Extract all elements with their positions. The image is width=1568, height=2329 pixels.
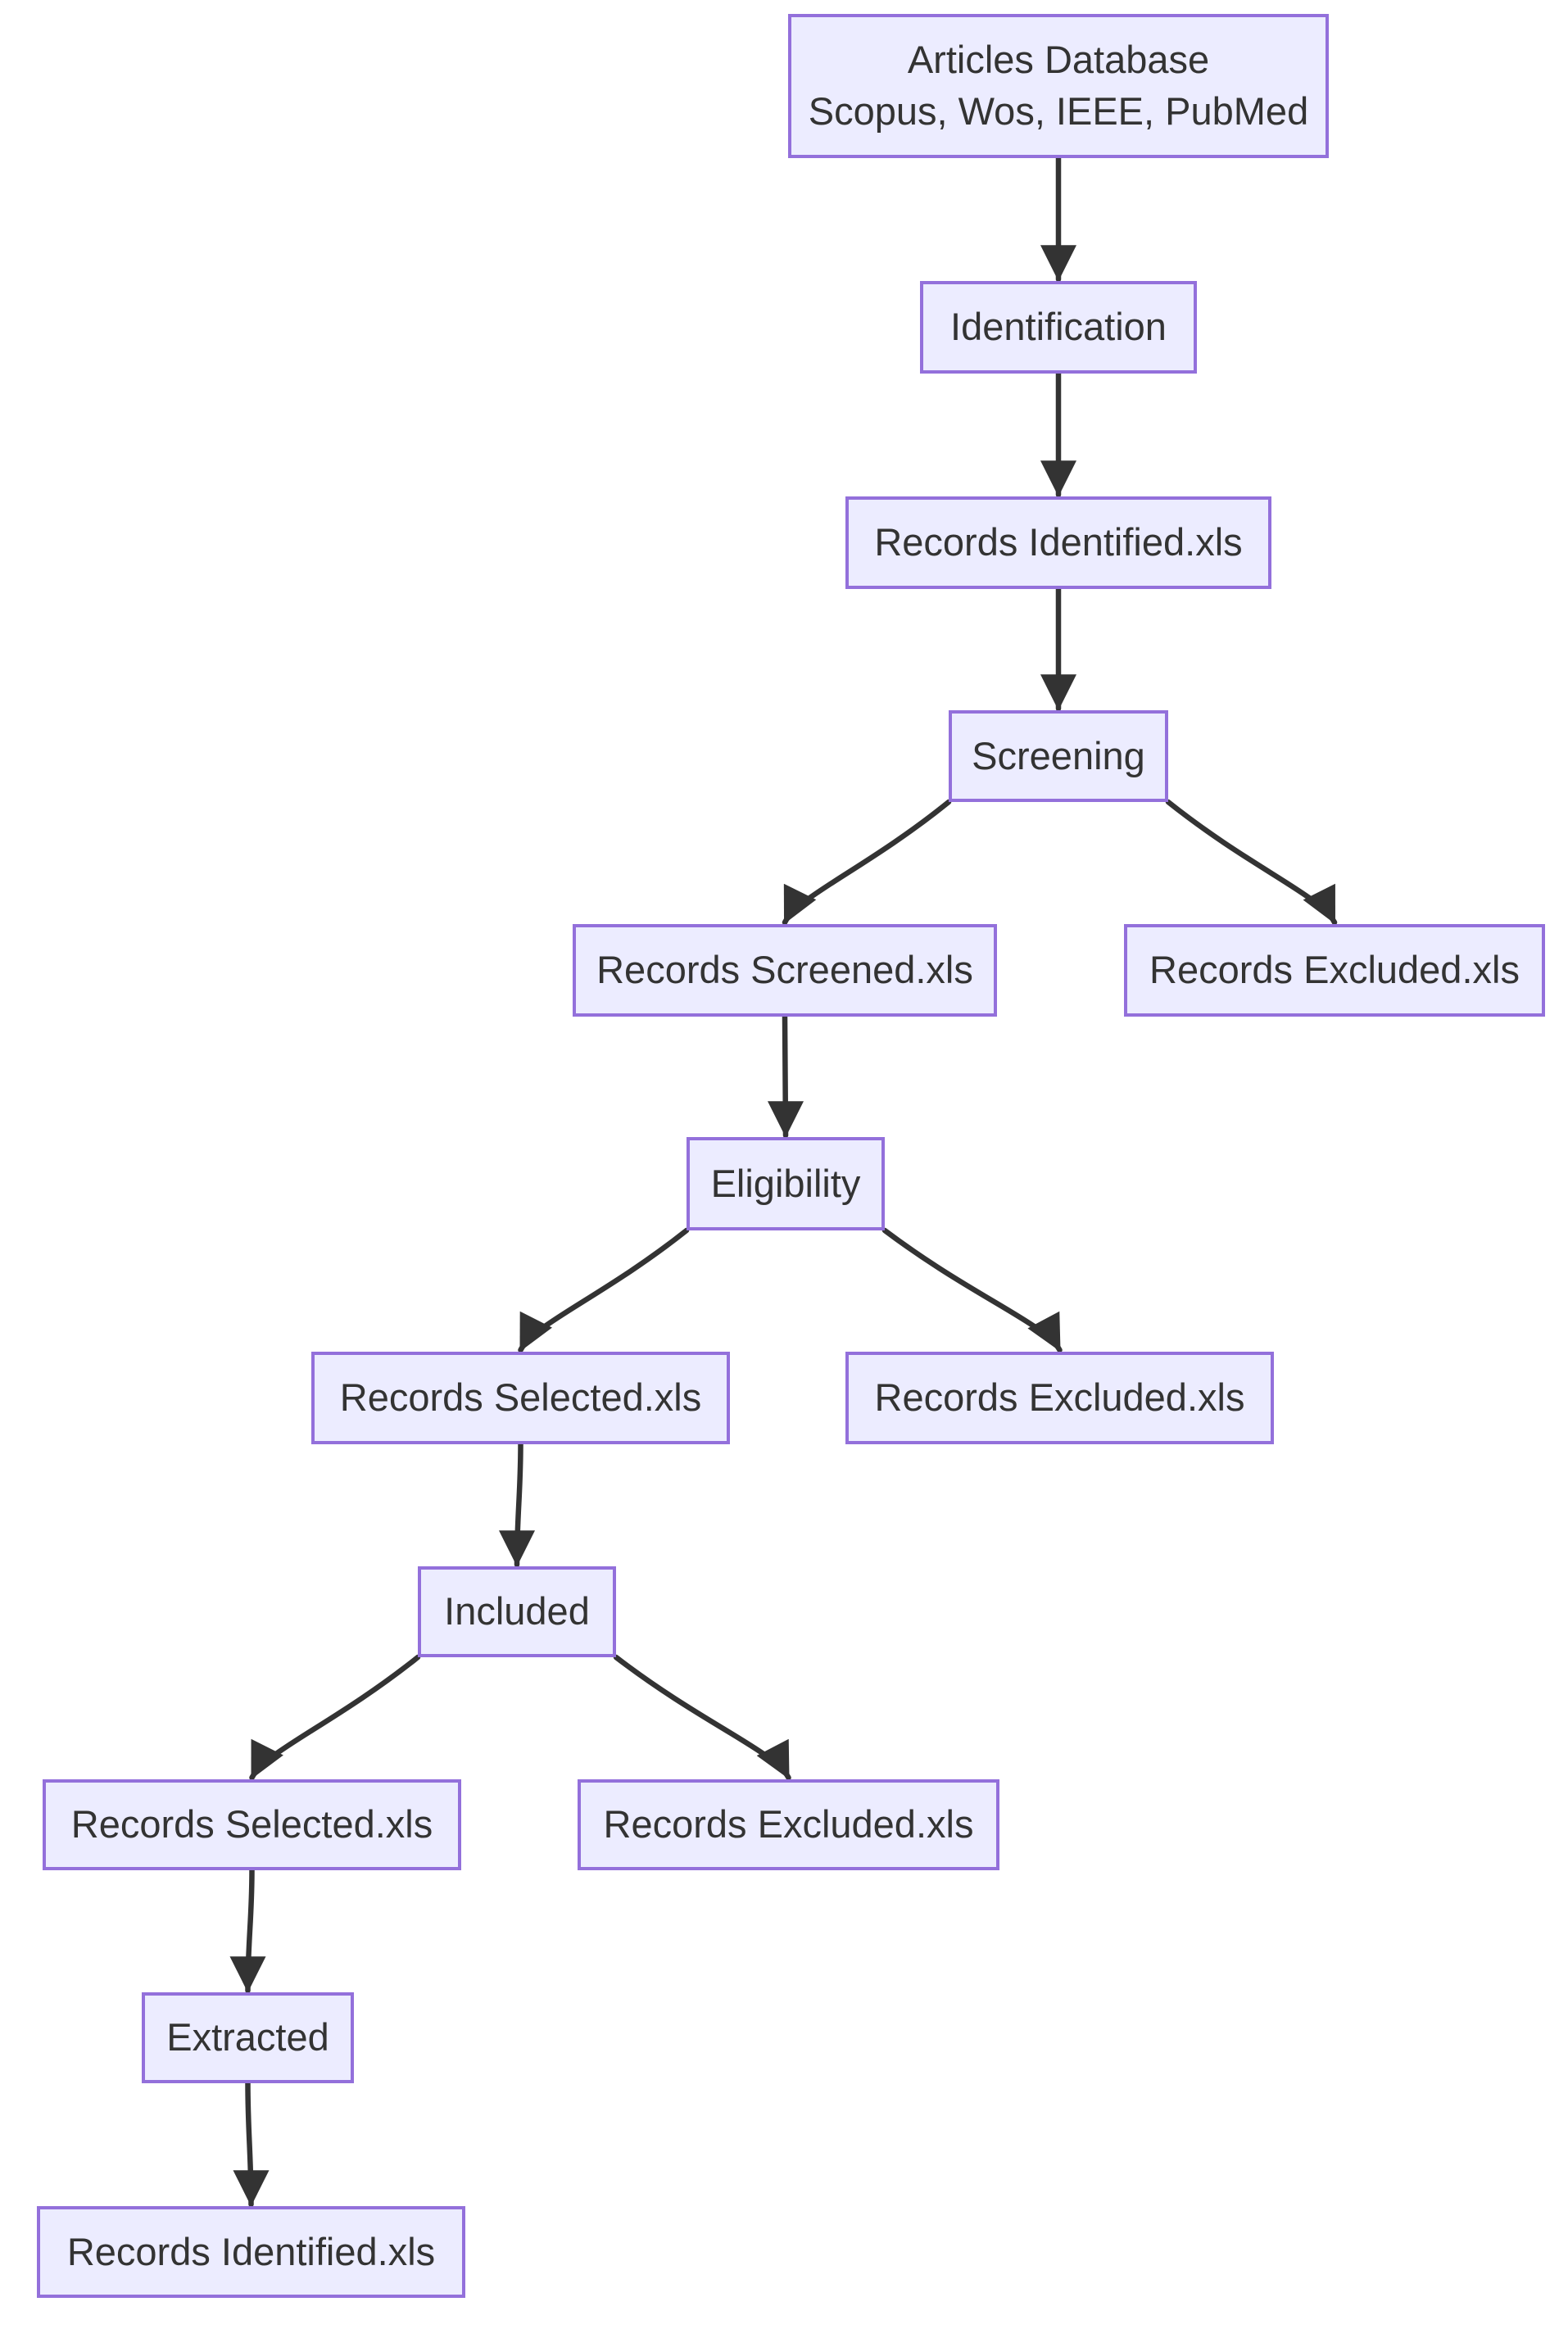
node-records-excluded-3: Records Excluded.xls xyxy=(578,1779,999,1870)
node-label: Records Excluded.xls xyxy=(603,1802,974,1846)
node-label: Screening xyxy=(972,733,1145,777)
flow-arrow xyxy=(499,1441,536,1568)
node-label: Identification xyxy=(950,305,1167,349)
node-label: Scopus, Wos, IEEE, PubMed xyxy=(808,89,1309,133)
node-identification: Identification xyxy=(920,281,1197,374)
node-eligibility: Eligibility xyxy=(687,1137,885,1230)
node-label: Records Screened.xls xyxy=(596,948,973,992)
node-records-identified-1: Records Identified.xls xyxy=(845,496,1271,589)
node-included: Included xyxy=(418,1566,616,1657)
flow-arrow xyxy=(613,1654,791,1781)
node-label: Eligibility xyxy=(710,1161,861,1205)
node-label: Extracted xyxy=(166,2015,329,2059)
node-label: Articles Database xyxy=(907,38,1210,82)
flow-arrow xyxy=(229,1867,266,1994)
node-label: Records Excluded.xls xyxy=(1149,948,1520,992)
node-label: Included xyxy=(444,1589,590,1633)
node-records-selected-1: Records Selected.xls xyxy=(311,1352,730,1444)
node-records-screened: Records Screened.xls xyxy=(573,924,997,1017)
node-label: Records Selected.xls xyxy=(70,1802,433,1846)
flow-arrow xyxy=(233,2080,270,2208)
flow-arrow xyxy=(881,1227,1063,1353)
flow-arrow xyxy=(1165,799,1338,926)
node-screening: Screening xyxy=(949,710,1168,802)
node-extracted: Extracted xyxy=(142,1992,354,2083)
node-records-excluded-1: Records Excluded.xls xyxy=(1124,924,1545,1017)
flow-arrow xyxy=(767,1013,804,1139)
flow-arrow xyxy=(249,1654,421,1781)
flow-arrows xyxy=(229,155,1338,2208)
node-label: Records Selected.xls xyxy=(339,1375,702,1420)
node-records-identified-2: Records Identified.xls xyxy=(37,2206,465,2298)
node-label: Records Identified.xls xyxy=(874,520,1243,564)
flow-arrow xyxy=(782,799,952,926)
node-records-excluded-2: Records Excluded.xls xyxy=(845,1352,1274,1444)
flow-arrow xyxy=(518,1227,690,1353)
node-label: Records Excluded.xls xyxy=(874,1375,1245,1420)
node-label: Records Identified.xls xyxy=(66,2229,436,2273)
node-records-selected-2: Records Selected.xls xyxy=(43,1779,461,1870)
